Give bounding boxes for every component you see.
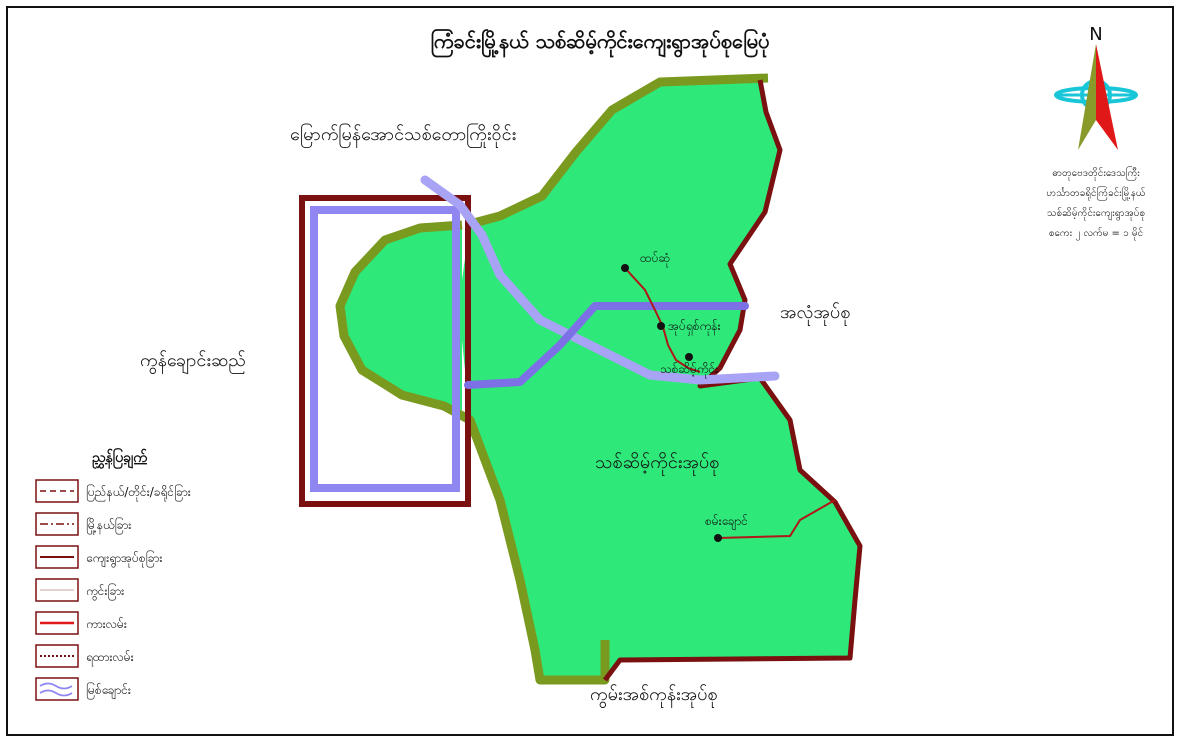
river-diagonal [420, 175, 780, 385]
legend-label-7: မြစ်ချောင်း [86, 681, 131, 700]
village-dot-3 [685, 353, 693, 361]
legend-label-6: ရထားလမ်း [86, 649, 134, 667]
legend-item-road: ကားလမ်း [35, 611, 127, 635]
legend-label-2: မြို့နယ်ခြား [86, 516, 131, 535]
road-south [717, 499, 836, 539]
region-label-south: ကွမ်းအစ်ကုန်းအုပ်စု [590, 684, 718, 708]
scale-note-line2: ဟင်္သာတခရိုင်ကြံခင်းမြို့နယ် [1046, 185, 1145, 201]
scale-note-line3: သစ်ဆိမ့်ကိုင်းကျေးရွာအုပ်စု [1047, 206, 1145, 221]
legend-item-field-boundary: ကွင်းခြား [35, 578, 124, 602]
north-boundary-line [468, 73, 769, 229]
legend-item-state-boundary: ပြည်နယ်/တိုင်း/ခရိုင်ခြား [35, 479, 191, 503]
legend-item-tract-boundary: ကျေးရွာအုပ်စုခြား [35, 545, 162, 569]
region-label-north: မြောက်မြန်အောင်သစ်တောကြိုးဝိုင်း [290, 123, 516, 148]
village-dot-2 [657, 322, 665, 330]
map-title: ကြံခင်းမြို့နယ် သစ်ဆိမ့်ကိုင်းကျေးရွာအုပ… [431, 28, 770, 58]
legend-title: ညွှန်ပြချက် [92, 448, 148, 469]
west-lobe-boundary-line [335, 220, 610, 685]
map-frame [6, 6, 1174, 736]
legend: ညွှန်ပြချက် ပြည်နယ်/တိုင်း/ခရိုင်ခြား မြ… [35, 448, 191, 701]
north-arrow-icon [1054, 44, 1138, 150]
legend-item-river: မြစ်ချောင်း [35, 677, 131, 701]
region-label-center: သစ်ဆိမ့်ကိုင်းအုပ်စု [595, 452, 719, 476]
village-dot-1 [621, 264, 629, 272]
region-label-west: ကွန်ချောင်းဆည် [140, 350, 246, 374]
legend-label-1: ပြည်နယ်/တိုင်း/ခရိုင်ခြား [86, 483, 191, 502]
scale-note-line1: ဓာတုဗေဒတိုင်းဒေသကြီး [1052, 165, 1140, 181]
reservoir-outer-box [299, 195, 471, 507]
land-west-lobe [340, 225, 462, 410]
legend-label-5: ကားလမ်း [86, 616, 127, 631]
legend-label-3: ကျေးရွာအုပ်စုခြား [86, 549, 162, 568]
reservoir-inner-box [310, 206, 460, 492]
legend-item-township-boundary: မြို့နယ်ခြား [35, 512, 131, 536]
legend-label-4: ကွင်းခြား [86, 582, 124, 601]
village-dot-4 [714, 534, 722, 542]
village-label-3: သစ်ဆိမ့်ကိုင်း [660, 361, 718, 379]
legend-item-railway: ရထားလမ်း [35, 644, 134, 668]
village-label-2: အုပ်ရှစ်ကုန်း [668, 318, 721, 336]
region-label-east: အလုံအုပ်စု [780, 302, 850, 326]
north-label: N [1089, 24, 1102, 45]
road-north [624, 267, 701, 373]
village-label-4: စမ်းချောင် [705, 513, 748, 531]
scale-note-line4: စကေး ၂ လက်မ = ၁ မိုင် [1049, 226, 1143, 241]
village-label-1: ထပ်ဆုံ [640, 250, 670, 268]
river-branch [464, 302, 749, 389]
